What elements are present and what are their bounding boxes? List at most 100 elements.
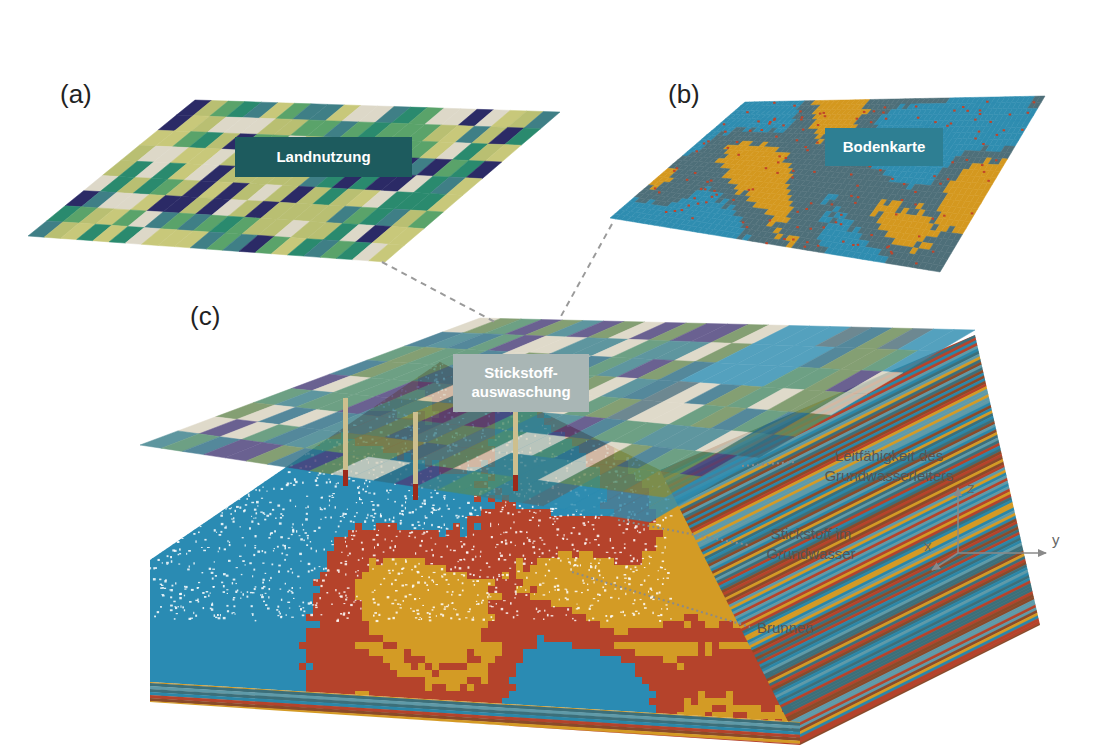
soil-dot [879,169,882,171]
soil-dot [810,228,813,230]
soil-dot [917,117,920,119]
soil-dot [774,118,777,120]
soil-dot [835,221,838,223]
soil-dot [995,159,998,161]
soil-dot [914,191,917,193]
soil-dot [953,110,956,112]
soil-dot [705,201,708,203]
soil-dot [746,226,749,228]
soil-dot [981,164,984,166]
soil-dot [885,118,888,120]
soil-dot [688,205,691,207]
soil-dot [711,196,714,198]
soil-dot [823,112,826,114]
soil-dot [776,172,779,174]
soil-dot [817,245,820,247]
soil-dot [840,223,843,225]
soil-dot [691,217,694,219]
soil-dot [804,246,807,248]
soil-dot [979,110,982,112]
soil-dot [971,212,974,214]
soil-dot [785,157,788,159]
soil-dot [746,111,749,113]
soil-dot [943,215,946,217]
soil-dot [983,171,986,173]
soil-dot [810,202,813,204]
soil-dot [1003,129,1006,131]
soil-dot [796,139,799,141]
soil-dot [777,161,780,163]
soil-dot [806,149,809,151]
soil-dot [939,183,942,185]
soil-dot [932,218,935,220]
soil-dot [757,120,760,122]
land-use-plane [28,100,560,262]
soil-dot [673,170,676,172]
soil-dot [761,129,764,131]
soil-dot [852,244,855,246]
soil-dot [932,251,935,253]
soil-dot [987,180,990,182]
soil-dot [800,119,803,121]
soil-dot [693,197,696,199]
soil-dot [884,106,887,108]
soil-dot [665,211,668,213]
soil-dot [915,106,918,108]
soil-dot [674,210,677,212]
soil-dot [947,178,950,180]
soil-dot [891,178,894,180]
soil-dot [723,123,726,125]
soil-dot [805,146,808,148]
soil-dot [791,177,794,179]
soil-dot [979,113,982,115]
soil-dot [978,131,981,133]
soil-dot [856,185,859,187]
soil-dot [696,150,699,152]
soil-dot [713,190,716,192]
soil-dot [966,159,969,161]
soil-dot [792,239,795,241]
soil-dot [775,136,778,138]
soil-dot [792,170,795,172]
soil-dot [727,147,730,149]
soil-dot [840,214,843,216]
soil-dot [736,141,739,143]
soil-dot [799,110,802,112]
soil-dot [901,199,904,201]
soil-dot [707,140,710,142]
soil-dot [749,130,752,132]
soil-dot [706,181,709,183]
soil-dot [842,241,845,243]
soil-dot [1033,101,1036,103]
soil-dot [1009,114,1012,116]
soil-dot [974,138,977,140]
soil-dot [854,202,857,204]
soil-dot [857,244,860,246]
soil-map-plane [610,96,1045,272]
soil-dot [823,226,826,228]
soil-dot [806,241,809,243]
soil-dot [1027,112,1030,114]
soil-dot [918,235,921,237]
soil-dot [732,199,735,201]
soil-dot [819,113,822,115]
soil-dot [783,238,786,240]
soil-dot [806,208,809,210]
soil-dot [796,211,799,213]
soil-dot [778,155,781,157]
soil-dot [796,226,799,228]
soil-dot [742,221,745,223]
soil-dot [816,142,819,144]
soil-dot [856,118,859,120]
soil-dot [704,188,707,190]
soil-dot [817,124,820,126]
soil-dot [966,110,969,112]
soil-dot [962,106,965,108]
soil-dot [870,121,873,123]
soil-dot [686,179,689,181]
soil-dot [873,110,876,112]
soil-dot [703,143,706,145]
soil-dot [793,105,796,107]
soil-dot [863,111,866,113]
soil-dot [737,154,740,156]
